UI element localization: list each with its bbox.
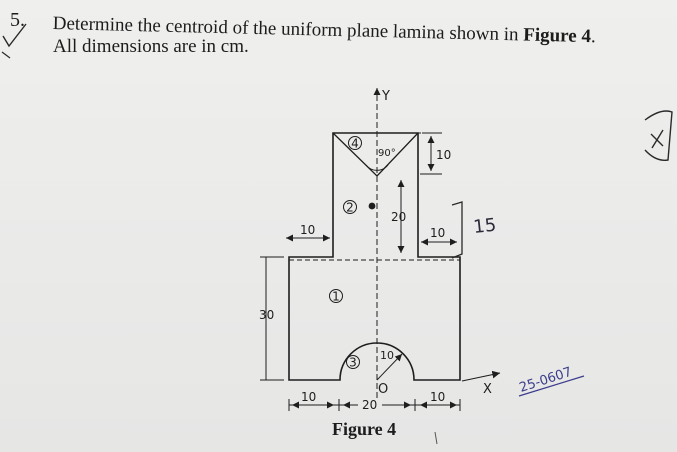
left-step-value: 10 <box>300 223 315 237</box>
part-label-2: 2 <box>346 201 354 215</box>
angle-label: 90° <box>378 148 396 159</box>
overall-height-value: 30 <box>259 308 274 322</box>
x-axis-arrow <box>461 370 501 382</box>
handwritten-15: 15 <box>472 215 497 238</box>
dim-semicircle-radius <box>376 353 403 381</box>
triangle-height-value: 10 <box>436 148 451 162</box>
bottom-mid-label-bg <box>358 398 382 410</box>
lamina-outline <box>288 132 461 381</box>
triangle-part-4 <box>332 132 419 177</box>
part-label-3: 3 <box>349 356 357 370</box>
margin-scribble-icon <box>644 110 673 161</box>
stray-mark <box>434 431 438 445</box>
y-axis-label: Y <box>381 89 390 104</box>
figure-caption: Figure 4 <box>332 419 397 439</box>
bottom-mid-value: 20 <box>362 398 377 412</box>
part-label-4: 4 <box>351 137 359 151</box>
semicircle-radius-value: 10 <box>380 349 394 362</box>
handwritten-underline <box>518 375 585 397</box>
handwritten-code: 25-0607 <box>518 365 574 396</box>
part-label-3-circle <box>346 355 360 369</box>
handwritten-bracket <box>451 201 463 259</box>
tick-mark-icon <box>1 23 27 59</box>
question-number: 5. <box>10 9 25 31</box>
rect-height-value: 20 <box>391 210 406 224</box>
part-label-2-circle <box>343 200 357 214</box>
centroid-dot <box>368 202 376 210</box>
question-line-2: All dimensions are in cm. <box>53 36 249 57</box>
bottom-left-value: 10 <box>301 390 316 404</box>
x-axis-label: X <box>483 382 492 397</box>
part-label-1: 1 <box>332 290 340 304</box>
bottom-right-value: 10 <box>430 390 445 404</box>
right-step-value: 10 <box>430 226 445 240</box>
question-block: 5. Determine the centroid of the uniform… <box>0 0 677 80</box>
part-label-1-circle <box>329 289 343 303</box>
origin-label: O <box>378 382 388 397</box>
part-label-4-circle <box>348 136 362 150</box>
